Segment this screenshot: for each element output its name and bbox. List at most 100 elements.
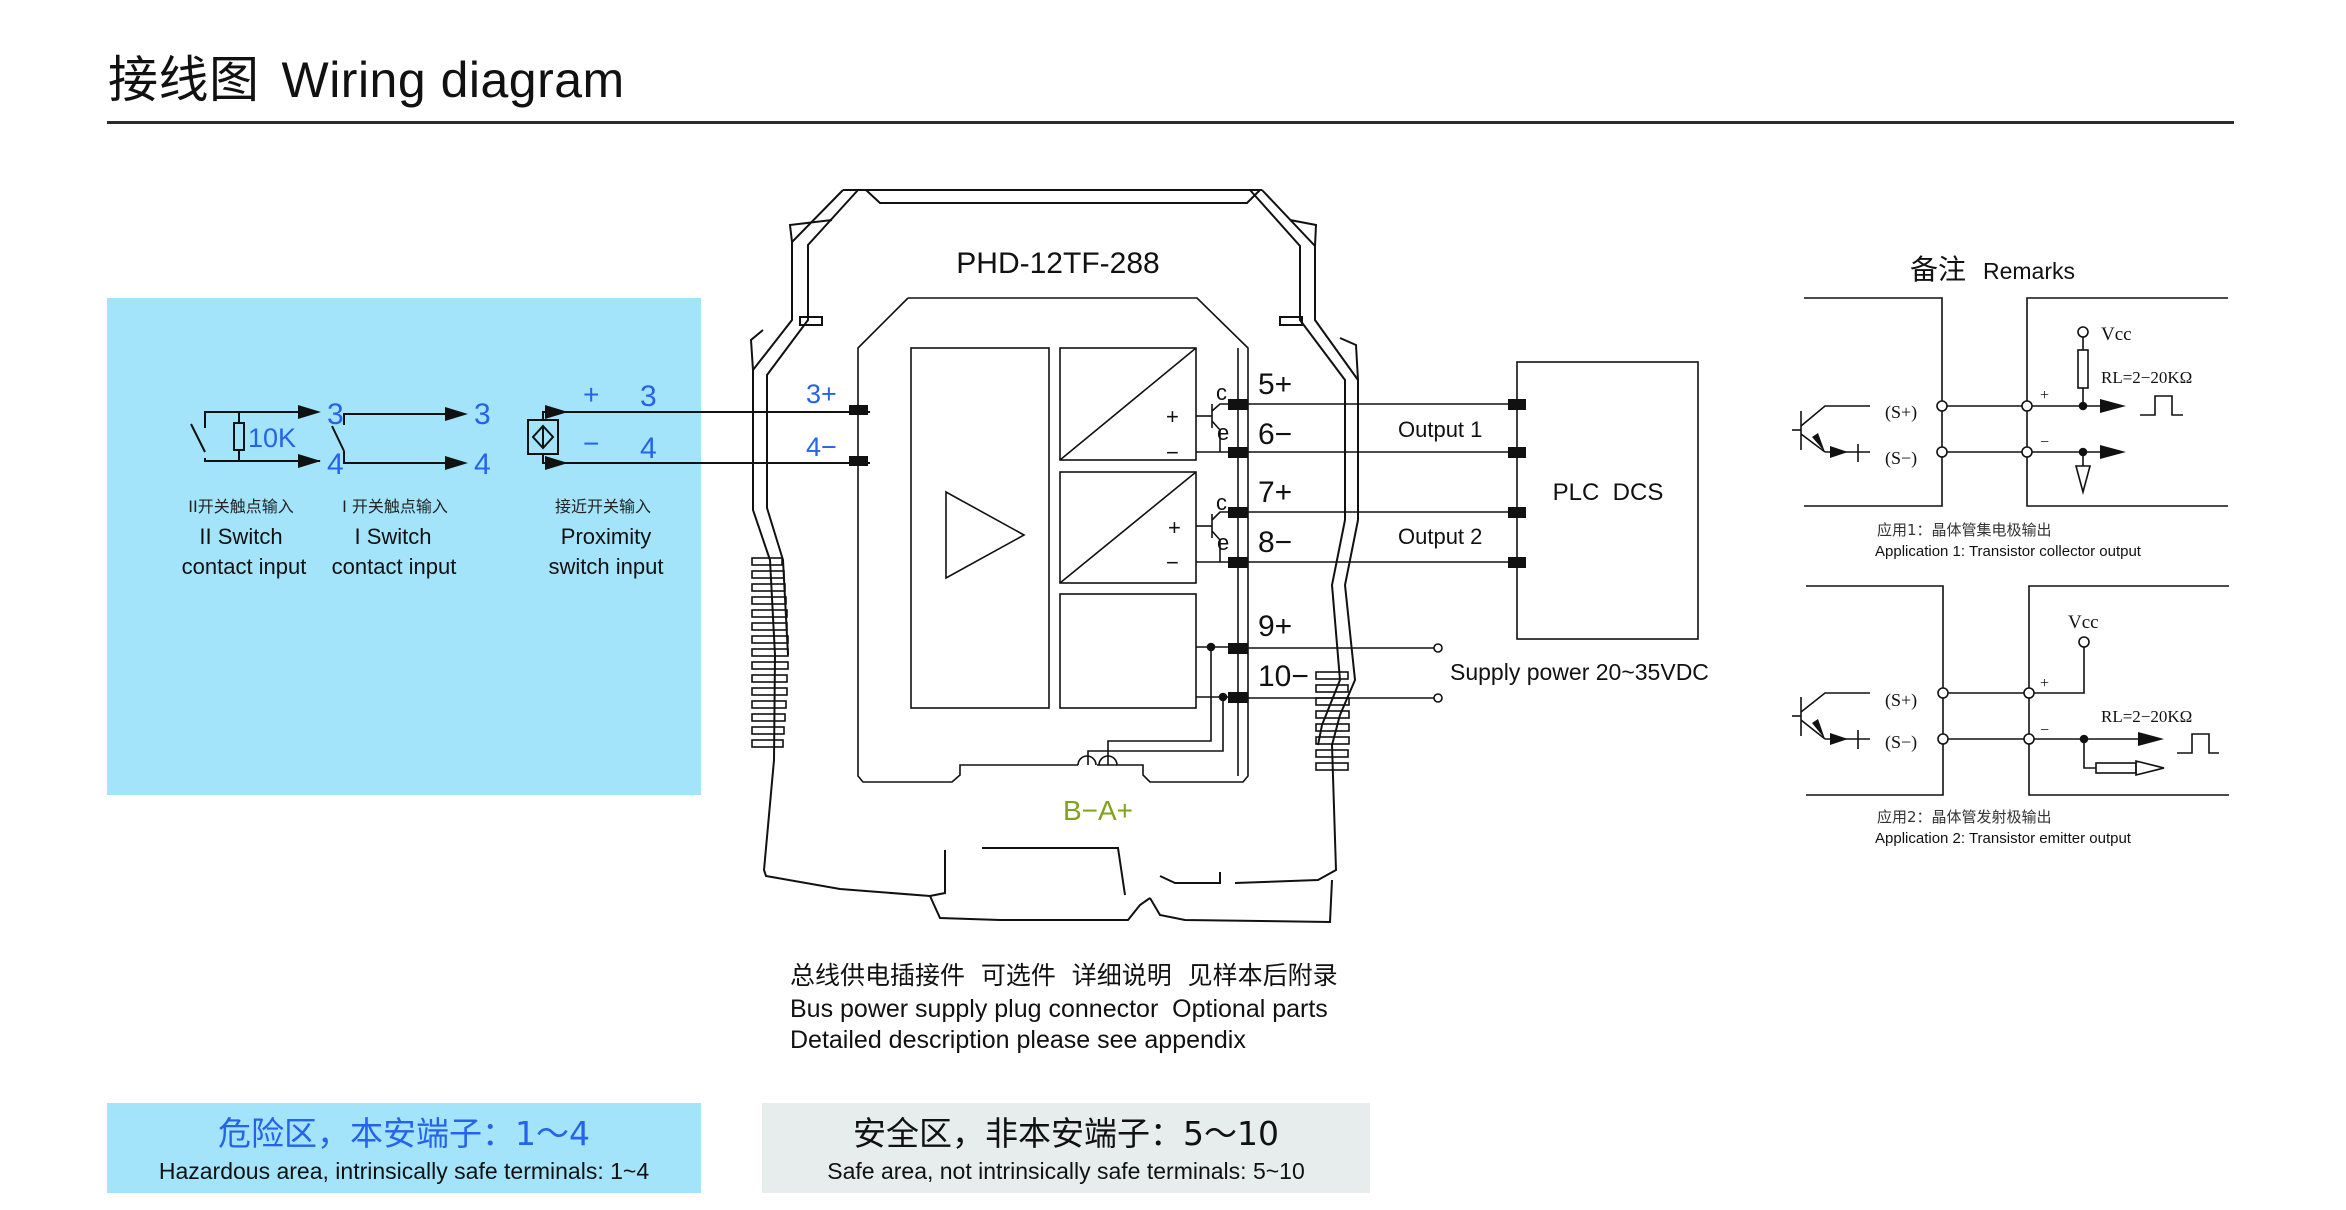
safe-zone-en: Safe area, not intrinsically safe termin… [827, 1158, 1305, 1184]
output-1-label: Output 1 [1398, 417, 1482, 442]
bus-label: B−A+ [1063, 795, 1133, 826]
caption-en-2: switch input [549, 554, 664, 579]
bus-note-cn: 总线供电插接件 可选件 详细说明 见样本后附录 [790, 961, 1338, 990]
terminal-3-plus-label: 3+ [806, 379, 837, 409]
hazardous-zone-legend: 危险区，本安端子：1～4 Hazardous area, intrinsical… [107, 1103, 701, 1193]
vent-fins-left [751, 557, 789, 748]
polarity-plus: + [583, 379, 599, 410]
terminal-block-8 [1228, 557, 1248, 568]
module-inner-board [857, 297, 1249, 783]
caption-en-1: I Switch [354, 524, 431, 549]
output-2-block [1059, 471, 1197, 584]
bus-note-en-1: Bus power supply plug connector Optional… [790, 995, 1328, 1023]
switch-contact-icon [190, 423, 206, 453]
plc-dcs-box [1508, 361, 1699, 640]
arrow-icon [445, 456, 468, 470]
terminal-4-label: 4 [474, 448, 491, 481]
s-minus-label: (S−) [1885, 448, 1917, 469]
app2-caption-cn: 应用2：晶体管发射极输出 [1877, 808, 2052, 826]
terminal-6-label: 6− [1258, 418, 1292, 451]
caption-cn: II开关触点输入 [188, 497, 293, 516]
module-blocks [910, 347, 1197, 709]
arrow-icon [298, 405, 321, 419]
arrow-icon [2100, 445, 2126, 459]
polarity-minus: − [583, 428, 599, 459]
safe-zone-cn: 安全区，非本安端子：5～10 [853, 1114, 1279, 1153]
terminal-10-label: 10− [1258, 660, 1309, 693]
s-plus-label: (S+) [1885, 402, 1917, 423]
collector-label: c [1216, 490, 1227, 515]
power-supply-block [1059, 593, 1197, 709]
module-housing [749, 189, 1359, 924]
housing-right-outline [1234, 189, 1359, 884]
caption-en-2: contact input [182, 554, 307, 579]
terminal-8-label: 8− [1258, 526, 1292, 559]
terminal-3-label: 3 [474, 398, 491, 431]
rl-label: RL=2−20KΩ [2101, 368, 2192, 387]
terminal-9-label: 9+ [1258, 610, 1292, 643]
housing-left-outline [752, 189, 931, 897]
plus-label: + [1166, 404, 1179, 429]
hazardous-area-panel [107, 298, 701, 795]
arrow-icon [298, 454, 321, 468]
supply-power-label: Supply power 20~35VDC [1450, 659, 1709, 685]
collector-label: c [1216, 380, 1227, 405]
arrow-icon [545, 456, 568, 470]
vcc-terminal-icon [2078, 636, 2090, 648]
terminal-block-4 [849, 456, 868, 466]
arrow-icon [2100, 399, 2126, 413]
terminal-node-icon [1936, 400, 1948, 412]
wire [343, 413, 448, 425]
wire [204, 458, 320, 462]
minus-label: − [1166, 440, 1179, 465]
supply-terminal-icon [1433, 643, 1443, 653]
safe-zone-legend: 安全区，非本安端子：5～10 Safe area, not intrinsica… [762, 1103, 1370, 1193]
vcc-terminal-icon [2077, 326, 2089, 338]
terminal-node-icon [1936, 446, 1948, 458]
input-terminals: 3+ 4− [806, 379, 868, 466]
remark-application-1-labels: (S+) (S−) Vcc RL=2−20KΩ + − 应用1：晶体管集电极输出… [1875, 324, 2192, 560]
caption-cn: I 开关触点输入 [342, 497, 448, 516]
arrow-icon [445, 407, 468, 421]
bus-note-en-2: Detailed description please see appendix [790, 1026, 1246, 1054]
page-title-en: Wiring diagram [281, 52, 625, 108]
page-title-cn: 接线图 [108, 51, 260, 109]
remarks-title-cn: 备注 [1910, 253, 1966, 286]
terminal-node-icon [1937, 733, 1949, 745]
input-amplifier-block [910, 347, 1050, 709]
caption-en-1: II Switch [199, 524, 282, 549]
ground-icon [2135, 759, 2165, 777]
plus-label: + [1168, 515, 1181, 540]
resistor-value-label: 10K [248, 423, 296, 453]
terminal-node-icon [2023, 687, 2035, 699]
module-model-label: PHD-12TF-288 [956, 247, 1159, 280]
terminal-5-label: 5+ [1258, 368, 1292, 401]
terminal-block-10 [1228, 692, 1248, 703]
input-proximity-switch: + − 3 4 接近开关输入 Proximity switch input [527, 379, 870, 579]
terminal-3-label: 3 [640, 380, 657, 413]
vcc-label: Vcc [2101, 324, 2132, 345]
remark-application-1 [1792, 297, 2228, 507]
pulse-waveform-icon [2177, 733, 2219, 754]
terminal-block-3 [849, 405, 868, 415]
housing-slot [1279, 316, 1303, 326]
input-switch-ii: 10K 3 4 II开关触点输入 II Switch contact input [182, 398, 344, 579]
output-2-label: Output 2 [1398, 524, 1482, 549]
terminal-7-label: 7+ [1258, 476, 1292, 509]
hazardous-zone-en: Hazardous area, intrinsically safe termi… [158, 1158, 650, 1184]
output-1-block [1059, 347, 1197, 461]
pulse-waveform-icon [2140, 395, 2183, 416]
terminal-node-icon [2021, 400, 2033, 412]
emitter-label: e [1217, 420, 1229, 445]
housing-slot [799, 316, 823, 326]
plc-dcs-label: PLC DCS [1553, 479, 1664, 506]
hazardous-zone-cn: 危险区，本安端子：1～4 [218, 1114, 590, 1153]
remark-application-2 [1792, 585, 2229, 796]
ground-icon [2074, 465, 2092, 496]
module-transistor-labels: c + e − c + e − [1166, 380, 1229, 575]
load-resistor-icon [2095, 762, 2137, 774]
wire [204, 411, 298, 428]
wire-3 [542, 411, 870, 420]
rl-label: RL=2−20KΩ [2101, 707, 2192, 726]
